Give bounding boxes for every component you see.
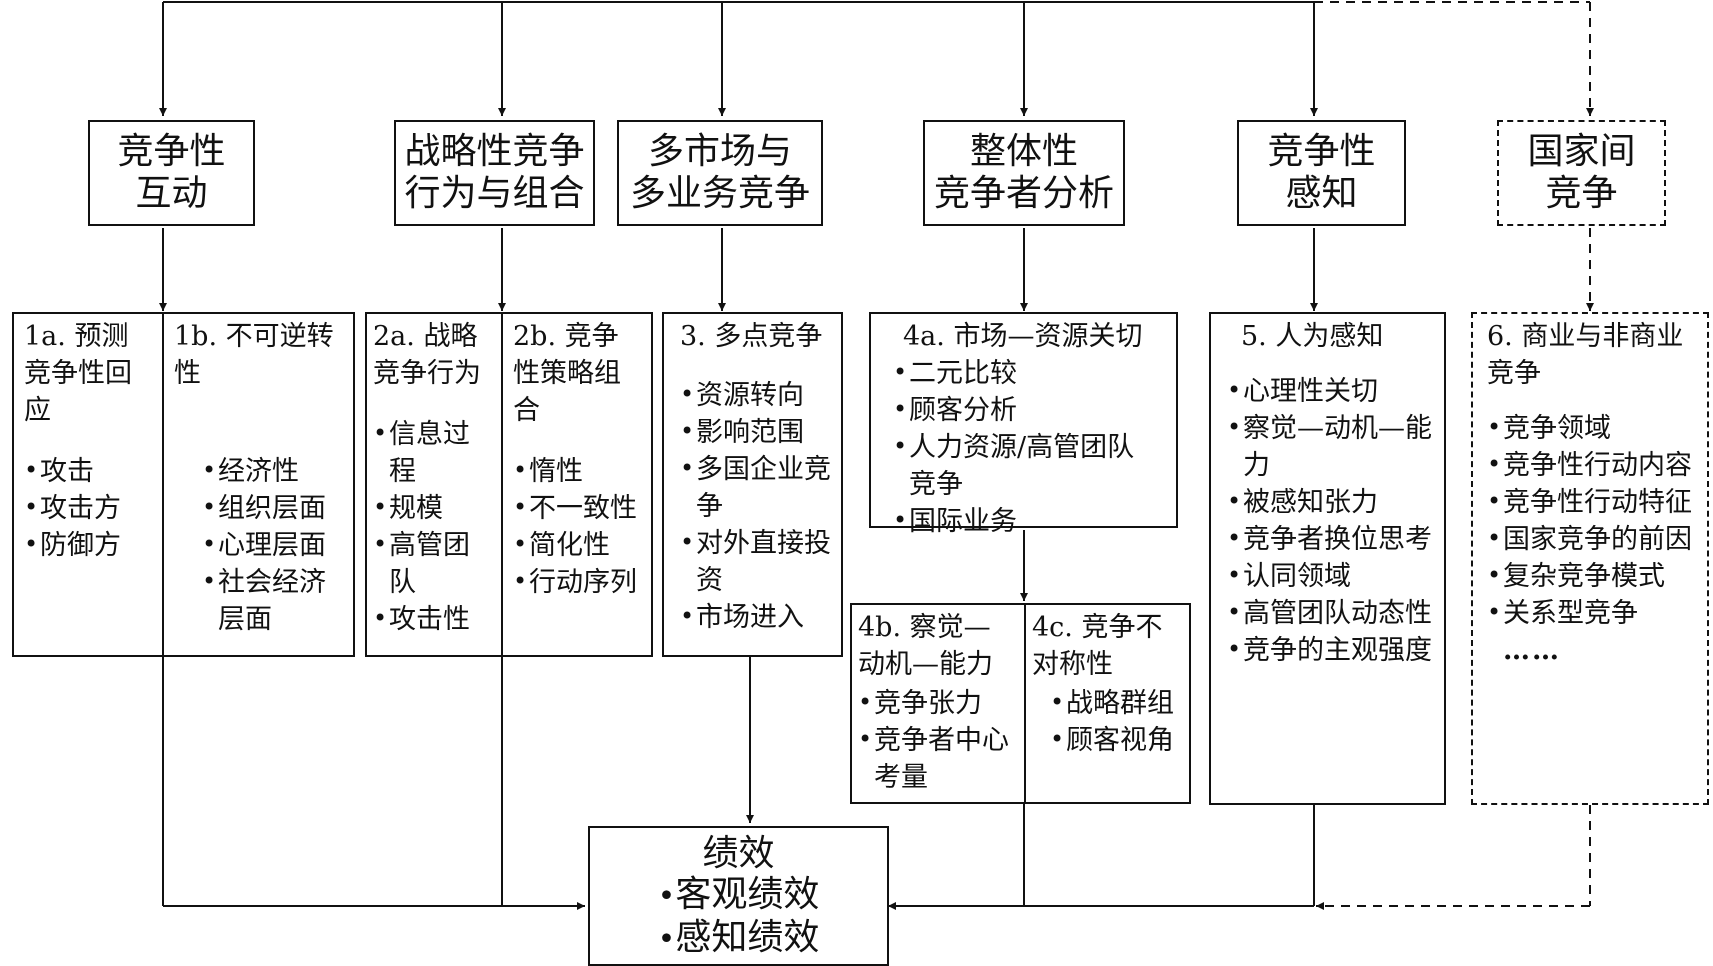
header-line: 整体性: [969, 131, 1078, 172]
list-item: 认同领域: [1227, 557, 1436, 595]
detail-box-2b: 2b. 竞争性策略组合 惰性 不一致性 简化性 行动序列: [501, 312, 653, 657]
list-item: 顾客视角: [1050, 721, 1181, 759]
list-item: 不一致性: [513, 489, 643, 527]
performance-box: 绩效 客观绩效 感知绩效: [588, 826, 889, 966]
list-item: 竞争领域: [1487, 409, 1699, 447]
detail-title: 2a. 战略竞争行为: [373, 321, 481, 389]
list-item: 竞争性行动特征: [1487, 483, 1699, 521]
detail-box-2a: 2a. 战略竞争行为 信息过程 规模 高管团队 攻击性: [365, 312, 503, 657]
list-item: 攻击方: [24, 489, 154, 527]
detail-list: 战略群组 顾客视角: [1032, 684, 1181, 759]
detail-title: 4a. 市场—资源关切: [903, 321, 1143, 352]
list-item: 国家竞争的前因: [1487, 520, 1699, 558]
detail-list: 惰性 不一致性 简化性 行动序列: [513, 452, 643, 601]
list-item: 竞争者中心考量: [858, 721, 1016, 796]
list-item: 竞争者换位思考: [1227, 520, 1436, 558]
detail-box-4b: 4b. 察觉—动机—能力 竞争张力 竞争者中心考量: [850, 603, 1026, 804]
list-item: 多国企业竞争: [680, 450, 833, 525]
header-box-2: 战略性竞争 行为与组合: [394, 120, 595, 226]
header-line: 多市场与: [647, 131, 792, 172]
detail-list: 竞争领域 竞争性行动内容 竞争性行动特征 国家竞争的前因 复杂竞争模式 关系型竞…: [1487, 409, 1699, 632]
detail-title: 3. 多点竞争: [680, 321, 823, 352]
header-line: 互动: [135, 173, 208, 214]
list-item: 影响范围: [680, 413, 833, 451]
list-item: 组织层面: [202, 489, 345, 527]
detail-list: 二元比较 顾客分析 人力资源/高管团队竞争 国际业务: [893, 354, 1168, 540]
list-item: 社会经济层面: [202, 563, 348, 638]
header-line: 国家间: [1527, 131, 1636, 172]
list-item: 对外直接投资: [680, 524, 833, 599]
detail-box-5: 5. 人为感知 心理性关切 察觉—动机—能力 被感知张力 竞争者换位思考 认同领…: [1209, 312, 1446, 805]
list-item: 高管团队: [373, 526, 493, 601]
list-item: 惰性: [513, 452, 643, 490]
header-line: 竞争性: [117, 131, 226, 172]
list-item: 行动序列: [513, 563, 643, 601]
header-box-3: 多市场与 多业务竞争: [617, 120, 823, 226]
header-line: 行为与组合: [404, 173, 585, 214]
detail-box-6: 6. 商业与非商业竞争 竞争领域 竞争性行动内容 竞争性行动特征 国家竞争的前因…: [1471, 312, 1709, 805]
list-item: 战略群组: [1050, 684, 1181, 722]
header-line: 竞争: [1545, 173, 1618, 214]
list-item: 人力资源/高管团队竞争: [893, 428, 1159, 503]
performance-title: 绩效: [702, 832, 775, 874]
detail-title: 5. 人为感知: [1241, 321, 1384, 352]
list-item: 防御方: [24, 526, 154, 564]
detail-title: 4b. 察觉—动机—能力: [858, 612, 993, 680]
header-line: 战略性竞争: [404, 131, 585, 172]
list-item: 攻击性: [373, 600, 493, 638]
header-line: 竞争性: [1267, 131, 1376, 172]
performance-item: 感知绩效: [658, 917, 819, 960]
list-item: 国际业务: [893, 502, 1168, 540]
header-box-6: 国家间 竞争: [1497, 120, 1666, 226]
header-box-5: 竞争性 感知: [1237, 120, 1406, 226]
detail-box-3: 3. 多点竞争 资源转向 影响范围 多国企业竞争 对外直接投资 市场进入: [662, 312, 843, 657]
list-item: 心理性关切: [1227, 372, 1436, 410]
list-item: 二元比较: [893, 354, 1168, 392]
header-box-4: 整体性 竞争者分析: [923, 120, 1125, 226]
detail-title: 1b. 不可逆转性: [174, 321, 334, 389]
detail-box-1b: 1b. 不可逆转性 经济性 组织层面 心理层面 社会经济层面: [162, 312, 355, 657]
detail-title: 1a. 预测竞争性回应: [24, 321, 132, 426]
list-item: 简化性: [513, 526, 643, 564]
list-item: 经济性: [202, 452, 345, 490]
detail-box-1a: 1a. 预测竞争性回应 攻击 攻击方 防御方: [12, 312, 164, 657]
list-item: 资源转向: [680, 376, 833, 414]
list-item: 竞争的主观强度: [1227, 631, 1436, 669]
ellipsis: ……: [1503, 635, 1561, 666]
detail-list: 竞争张力 竞争者中心考量: [858, 684, 1016, 796]
detail-list: 心理性关切 察觉—动机—能力 被感知张力 竞争者换位思考 认同领域 高管团队动态…: [1227, 372, 1436, 669]
detail-list: 攻击 攻击方 防御方: [24, 452, 154, 564]
detail-box-4a: 4a. 市场—资源关切 二元比较 顾客分析 人力资源/高管团队竞争 国际业务: [869, 312, 1178, 539]
list-item: 规模: [373, 489, 493, 527]
header-line: 感知: [1285, 173, 1358, 214]
list-item: 复杂竞争模式: [1487, 557, 1699, 595]
list-item: 高管团队动态性: [1227, 594, 1436, 632]
header-line: 多业务竞争: [629, 173, 810, 214]
detail-list: 信息过程 规模 高管团队 攻击性: [373, 415, 493, 638]
detail-title: 2b. 竞争性策略组合: [513, 321, 621, 426]
list-item: 心理层面: [202, 526, 345, 564]
performance-item: 客观绩效: [658, 874, 819, 917]
detail-list: 资源转向 影响范围 多国企业竞争 对外直接投资 市场进入: [680, 376, 833, 636]
list-item: 攻击: [24, 452, 154, 490]
detail-list: 经济性 组织层面 心理层面 社会经济层面: [174, 452, 348, 638]
list-item: 信息过程: [373, 415, 493, 490]
list-item: 被感知张力: [1227, 483, 1436, 521]
header-box-1: 竞争性 互动: [88, 120, 255, 226]
list-item: 竞争张力: [858, 684, 1016, 722]
list-item: 顾客分析: [893, 391, 1168, 429]
list-item: 竞争性行动内容: [1487, 446, 1699, 484]
list-item: 市场进入: [680, 598, 833, 636]
list-item: 关系型竞争: [1487, 594, 1699, 632]
detail-title: 4c. 竞争不对称性: [1032, 612, 1163, 680]
list-item: 察觉—动机—能力: [1227, 409, 1443, 484]
header-line: 竞争者分析: [933, 173, 1114, 214]
detail-box-4c: 4c. 竞争不对称性 战略群组 顾客视角: [1024, 603, 1191, 804]
detail-title: 6. 商业与非商业竞争: [1487, 321, 1684, 389]
